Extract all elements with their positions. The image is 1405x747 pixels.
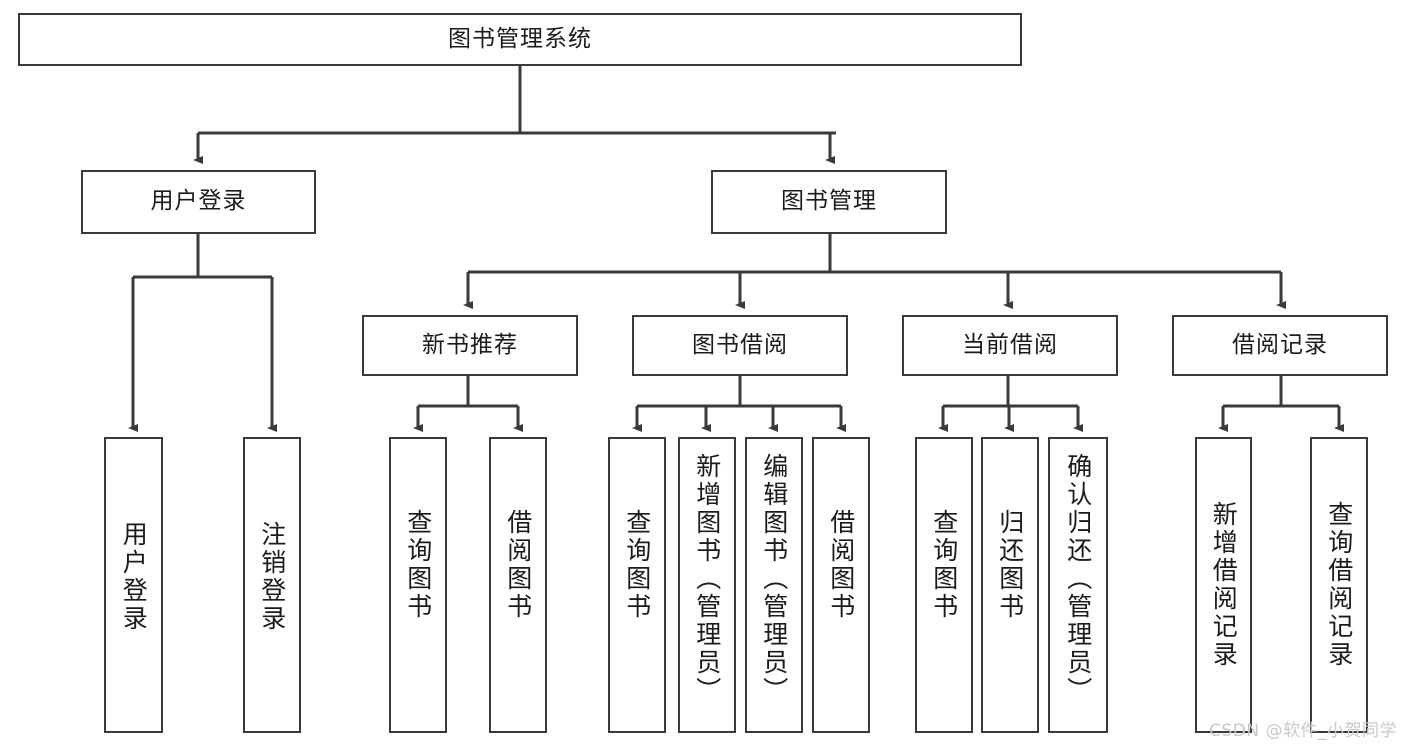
node-new-book-recommend[interactable]: 新书推荐 <box>362 315 578 376</box>
node-new-book-recommend-label: 新书推荐 <box>422 331 518 358</box>
leaf-label: 编辑图书（管理员） <box>759 453 789 705</box>
leaf-label: 借阅图书 <box>826 509 856 621</box>
node-book-borrow-label: 图书借阅 <box>692 331 788 358</box>
leaf-new-book-query-book[interactable]: 查询图书 <box>389 437 447 733</box>
leaf-borrow-record-query-record[interactable]: 查询借阅记录 <box>1310 437 1368 733</box>
node-book-borrow[interactable]: 图书借阅 <box>632 315 848 376</box>
leaf-label: 新增借阅记录 <box>1209 501 1239 669</box>
node-current-borrow-label: 当前借阅 <box>962 331 1058 358</box>
leaf-current-borrow-return-book[interactable]: 归还图书 <box>981 437 1039 733</box>
leaf-label: 借阅图书 <box>503 509 533 621</box>
leaf-label: 查询图书 <box>929 509 959 621</box>
leaf-label: 注销登录 <box>257 521 287 633</box>
leaf-book-borrow-borrow-book[interactable]: 借阅图书 <box>812 437 870 733</box>
watermark-text: CSDN @软件_小贺同学 <box>1209 721 1397 741</box>
node-root[interactable]: 图书管理系统 <box>18 13 1022 66</box>
node-borrow-record[interactable]: 借阅记录 <box>1172 315 1388 376</box>
node-current-borrow[interactable]: 当前借阅 <box>902 315 1118 376</box>
node-user-login[interactable]: 用户登录 <box>81 170 316 234</box>
node-user-login-label: 用户登录 <box>150 188 247 215</box>
leaf-user-login-user-login[interactable]: 用户登录 <box>104 437 163 733</box>
leaf-book-borrow-query-book[interactable]: 查询图书 <box>608 437 666 733</box>
leaf-book-borrow-add-book-admin[interactable]: 新增图书（管理员） <box>678 437 736 733</box>
leaf-label: 查询图书 <box>403 509 433 621</box>
leaf-label: 查询借阅记录 <box>1324 501 1354 669</box>
node-book-manage[interactable]: 图书管理 <box>711 170 947 234</box>
leaf-label: 归还图书 <box>995 509 1025 621</box>
node-book-manage-label: 图书管理 <box>781 188 877 215</box>
leaf-label: 查询图书 <box>622 509 652 621</box>
leaf-user-login-logout[interactable]: 注销登录 <box>243 437 301 733</box>
node-borrow-record-label: 借阅记录 <box>1232 331 1328 358</box>
leaf-label: 新增图书（管理员） <box>692 453 722 705</box>
leaf-current-borrow-query-book[interactable]: 查询图书 <box>915 437 973 733</box>
node-root-label: 图书管理系统 <box>448 25 592 52</box>
leaf-label: 确认归还（管理员） <box>1063 453 1093 705</box>
leaf-borrow-record-add-record[interactable]: 新增借阅记录 <box>1195 437 1252 733</box>
leaf-label: 用户登录 <box>119 521 149 633</box>
leaf-current-borrow-confirm-return-admin[interactable]: 确认归还（管理员） <box>1048 437 1108 733</box>
leaf-new-book-borrow-book[interactable]: 借阅图书 <box>489 437 547 733</box>
leaf-book-borrow-edit-book-admin[interactable]: 编辑图书（管理员） <box>745 437 803 733</box>
